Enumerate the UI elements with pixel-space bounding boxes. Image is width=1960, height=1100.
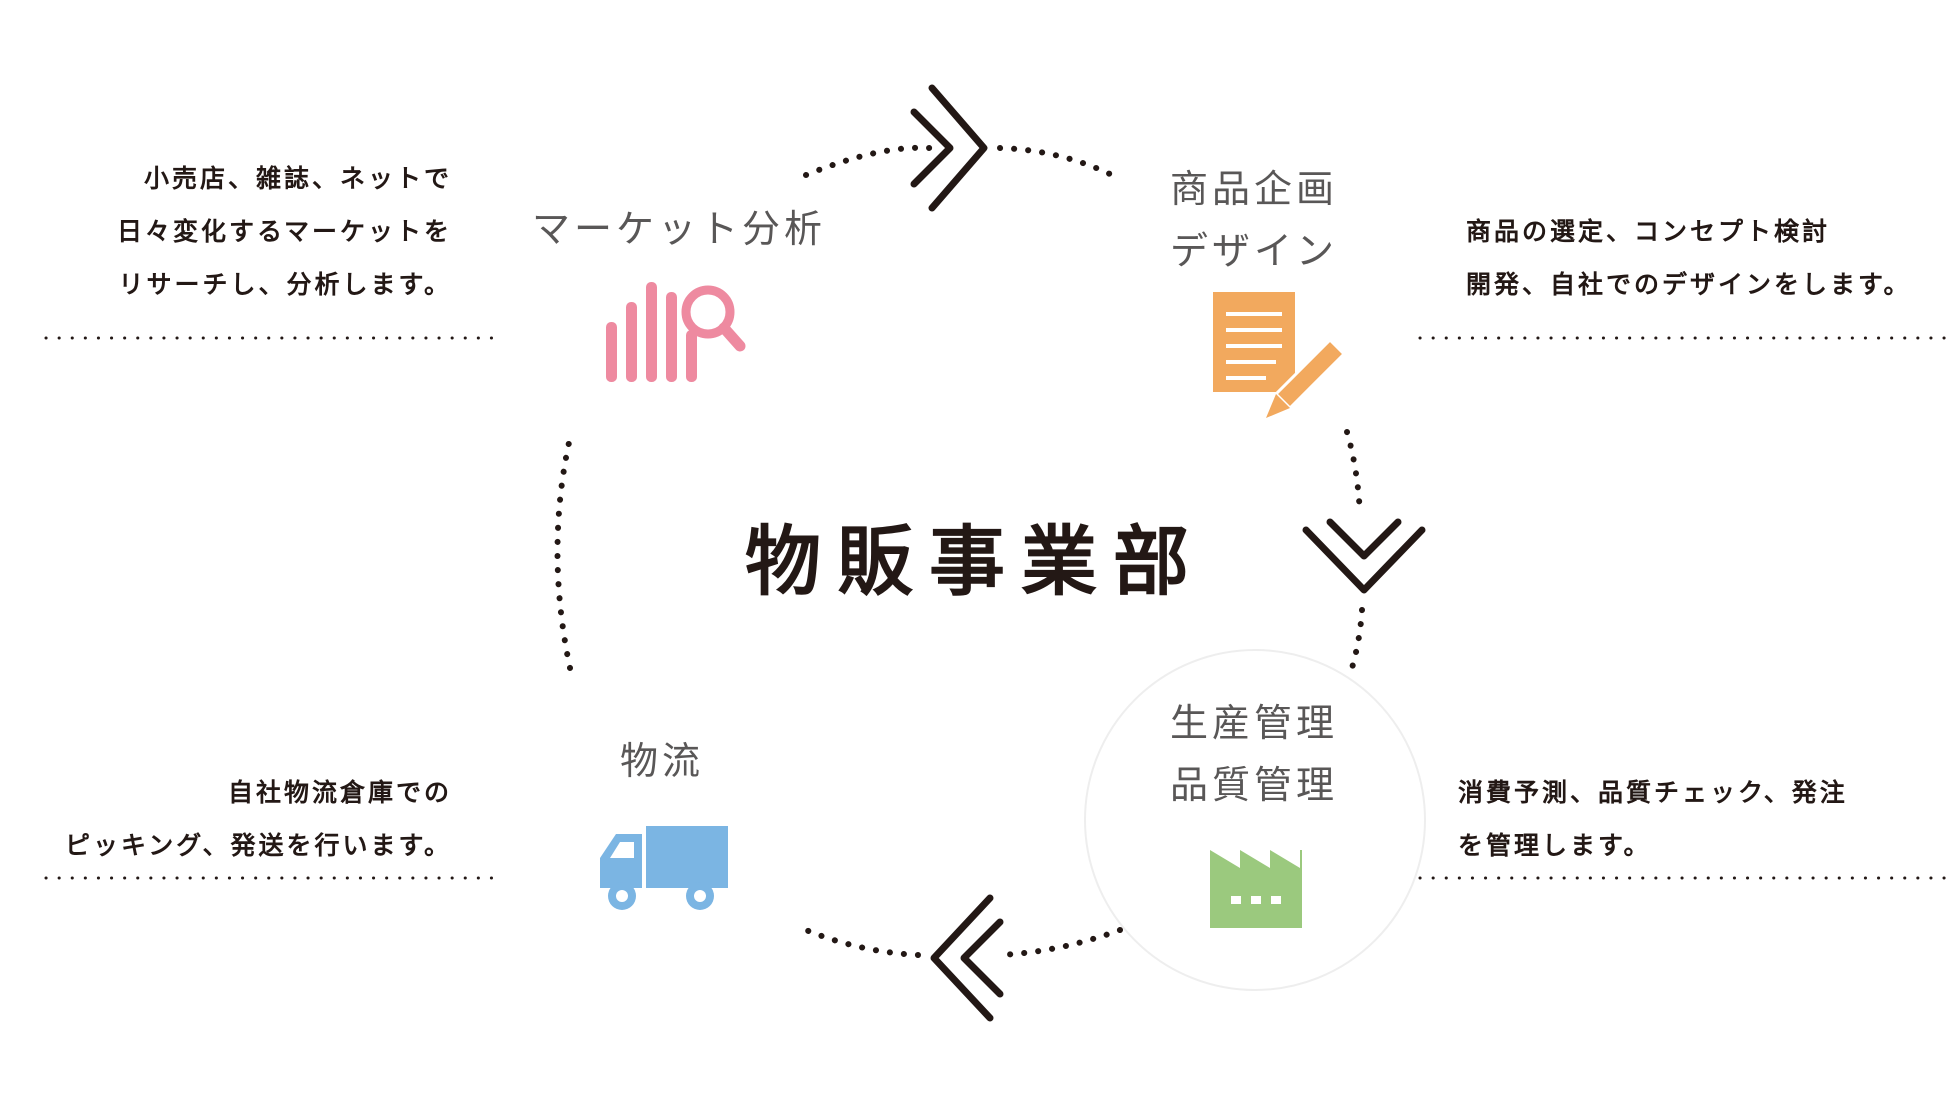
stage-desc-planning: 商品の選定、コンセプト検討 開発、自社でのデザインをします。 (1466, 205, 1912, 311)
production-highlight-circle (1084, 649, 1426, 991)
desc-line: リサーチし、分析します。 (118, 270, 452, 299)
desc-line: 消費予測、品質チェック、発注 (1458, 778, 1848, 807)
center-title: 物販事業部 (745, 517, 1205, 606)
chevron-left-icon (930, 894, 1004, 1022)
desc-line: 商品の選定、コンセプト検討 (1466, 217, 1831, 246)
title-line: 品質管理 (1170, 763, 1339, 807)
stage-title-logistics: 物流 (620, 739, 705, 783)
stage-title-production: 生産管理 品質管理 (1170, 692, 1338, 816)
arc-left (554, 435, 573, 671)
title-line: 生産管理 (1170, 701, 1339, 745)
factory-icon (1210, 850, 1302, 928)
desc-line: 開発、自社でのデザインをします。 (1466, 270, 1912, 299)
arc-top-left (803, 144, 933, 178)
arc-right-bottom (1349, 607, 1365, 671)
desc-line: 日々変化するマーケットを (116, 217, 452, 246)
chevron-down-icon (1302, 518, 1426, 594)
desc-line: 小売店、雑誌、ネットで (143, 164, 452, 193)
document-pencil-icon (1213, 292, 1347, 418)
desc-line: 自社物流倉庫での (227, 778, 452, 807)
desc-line: を管理します。 (1458, 831, 1652, 860)
arc-right-top (1344, 429, 1363, 518)
arc-bottom-left (803, 927, 921, 958)
arc-bottom-right (997, 927, 1123, 958)
truck-icon (600, 826, 728, 910)
title-line: デザイン (1170, 229, 1339, 273)
stage-desc-production: 消費予測、品質チェック、発注 を管理します。 (1458, 766, 1848, 872)
stage-desc-market: 小売店、雑誌、ネットで 日々変化するマーケットを リサーチし、分析します。 (117, 152, 452, 311)
stage-title-planning: 商品企画 デザイン (1170, 158, 1338, 282)
desc-line: ピッキング、発送を行います。 (64, 831, 452, 860)
stage-title-market: マーケット分析 (532, 207, 827, 251)
chevron-right-icon (910, 84, 988, 212)
bar-chart-magnifier-icon (606, 282, 746, 382)
arc-top-right (997, 145, 1115, 178)
title-line: 商品企画 (1170, 167, 1339, 211)
stage-desc-logistics: 自社物流倉庫での ピッキング、発送を行います。 (65, 766, 452, 872)
